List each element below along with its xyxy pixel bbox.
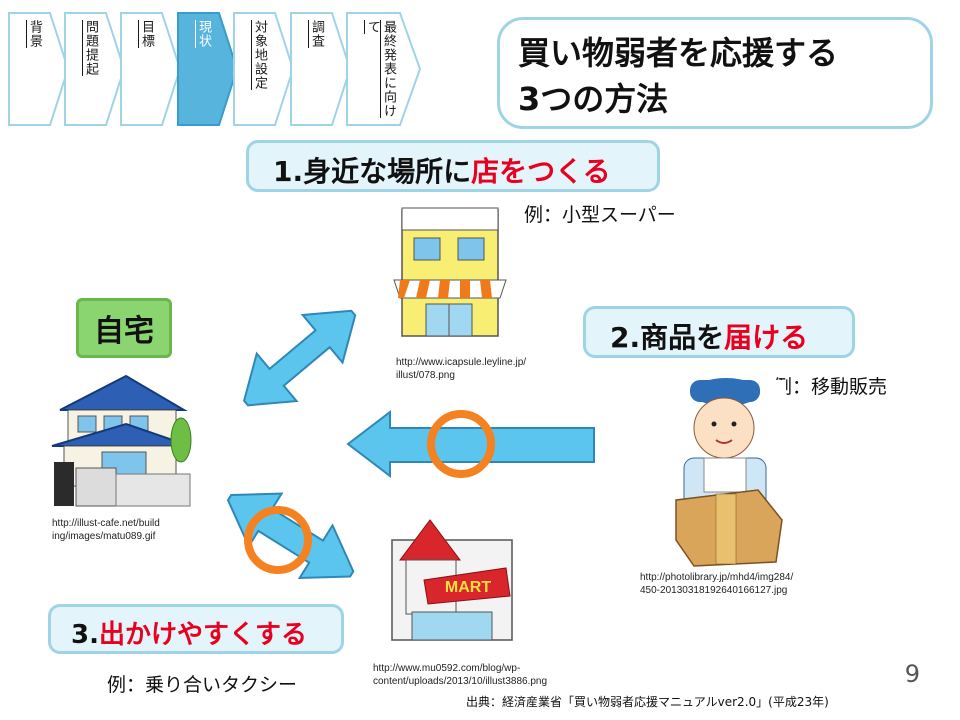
arrow-home-store — [242, 309, 357, 407]
arrow-worker-home[interactable] — [346, 409, 595, 479]
method1-prefix: 1.身近な場所に — [273, 155, 472, 188]
house-url: http://illust-cafe.net/build ing/images/… — [52, 517, 160, 543]
method3-box: 3.出かけやすくする — [48, 604, 344, 654]
delivery-circle — [427, 410, 495, 478]
store-url: http://www.icapsule.leyline.jp/ illust/0… — [396, 356, 526, 382]
method3-highlight: 出かけやすくする — [98, 620, 307, 650]
step-label: 最終発表に向けて — [365, 20, 396, 118]
page-number: 9 — [904, 660, 920, 688]
step-label: 問題提起 — [83, 20, 98, 76]
house-illustration — [48, 363, 196, 515]
step-label: 目標 — [139, 20, 154, 48]
worker-url: http://photolibrary.jp/mhd4/img284/ 450-… — [640, 571, 793, 597]
step-haikei[interactable]: 背景 — [8, 12, 70, 126]
mart-url: http://www.mu0592.com/blog/wp- content/u… — [373, 662, 547, 688]
step-mokuhyo[interactable]: 目標 — [120, 12, 182, 126]
url-line: content/uploads/2013/10/illust3886.png — [373, 676, 548, 687]
method2-prefix: 2.商品を — [610, 321, 725, 354]
title-line1: 買い物弱者を応援する — [518, 34, 839, 72]
url-line: 450-20130318192640166127.jpg — [640, 585, 788, 596]
method3-example: 例：乗り合いタクシー — [107, 674, 298, 696]
mart-illustration: MART — [362, 486, 554, 656]
arrow-home-mart — [226, 492, 355, 580]
source-citation: 出典：経済産業省「買い物弱者応援マニュアルver2.0」(平成23年) — [466, 695, 829, 709]
step-mondai-teiki[interactable]: 問題提起 — [64, 12, 126, 126]
step-saishu-happyo[interactable]: 最終発表に向けて — [346, 12, 422, 126]
url-line: ing/images/matu089.gif — [52, 531, 156, 542]
home-badge: 自宅 — [76, 298, 172, 358]
step-label: 対象地設定 — [252, 20, 267, 90]
delivery-worker-illustration — [666, 378, 786, 567]
method2-example: 例：移動販売 — [773, 376, 888, 398]
method1-highlight: 店をつくる — [471, 155, 611, 188]
title-box: 買い物弱者を応援する 3つの方法 — [497, 17, 933, 129]
step-taishochi-settei[interactable]: 対象地設定 — [233, 12, 295, 126]
method1-box: 1.身近な場所に店をつくる — [246, 140, 660, 192]
method3-prefix: 3. — [71, 620, 99, 650]
method2-box: 2.商品を届ける — [583, 306, 855, 358]
method2-highlight: 届ける — [724, 321, 809, 354]
url-line: illust/078.png — [396, 370, 455, 381]
step-label: 現状 — [196, 20, 211, 48]
url-line: http://photolibrary.jp/mhd4/img284/ — [640, 572, 794, 583]
transport-circle — [244, 506, 312, 574]
store-illustration — [393, 207, 507, 337]
method1-example: 例：小型スーパー — [524, 204, 676, 226]
step-genjo[interactable]: 現状 — [177, 12, 239, 126]
step-label: 背景 — [27, 20, 42, 48]
url-line: http://www.mu0592.com/blog/wp- — [373, 663, 521, 674]
step-chosa[interactable]: 調査 — [290, 12, 352, 126]
url-line: http://www.icapsule.leyline.jp/ — [396, 357, 527, 368]
url-line: http://illust-cafe.net/build — [52, 518, 160, 529]
mart-sign-text: MART — [445, 579, 491, 596]
title-line2: 3つの方法 — [518, 80, 669, 118]
step-label: 調査 — [309, 20, 324, 48]
